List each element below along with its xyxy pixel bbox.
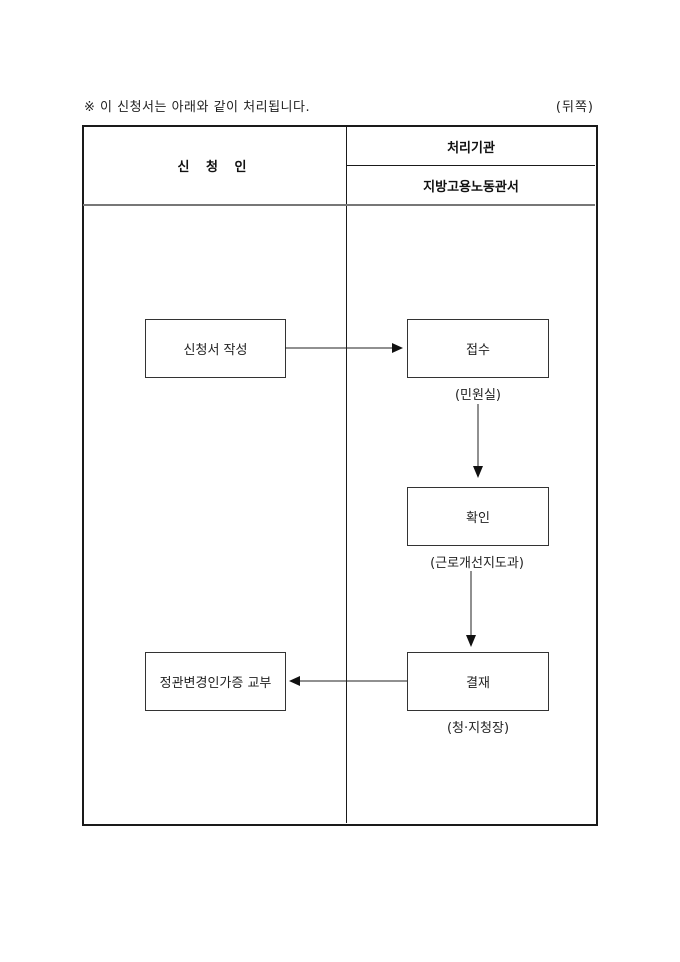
step-write-application: 신청서 작성 bbox=[145, 319, 286, 378]
arrowhead-left bbox=[289, 676, 300, 686]
column-divider bbox=[346, 126, 347, 823]
approval-department: (청·지청장) bbox=[446, 721, 510, 736]
step-receipt: 접수 bbox=[407, 319, 549, 378]
step-approval: 결재 bbox=[407, 652, 549, 711]
step-issue-certificate: 정관변경인가증 교부 bbox=[145, 652, 286, 711]
process-table bbox=[82, 125, 598, 826]
agency-header-divider bbox=[347, 165, 595, 166]
processing-note: ※ 이 신청서는 아래와 같이 처리됩니다. bbox=[84, 100, 311, 115]
agency-column-header: 처리기관 bbox=[447, 141, 495, 156]
confirm-department: (근로개선지도과) bbox=[430, 556, 524, 571]
header-divider bbox=[83, 204, 595, 206]
receipt-department: (민원실) bbox=[454, 388, 502, 403]
office-column-header: 지방고용노동관서 bbox=[423, 180, 519, 195]
page-side-label: (뒤쪽) bbox=[555, 100, 594, 115]
arrowhead-down-2 bbox=[466, 635, 476, 647]
applicant-column-header: 신 청 인 bbox=[177, 160, 253, 175]
arrowhead-right bbox=[392, 343, 403, 353]
step-confirm: 확인 bbox=[407, 487, 549, 546]
arrowhead-down-1 bbox=[473, 466, 483, 478]
